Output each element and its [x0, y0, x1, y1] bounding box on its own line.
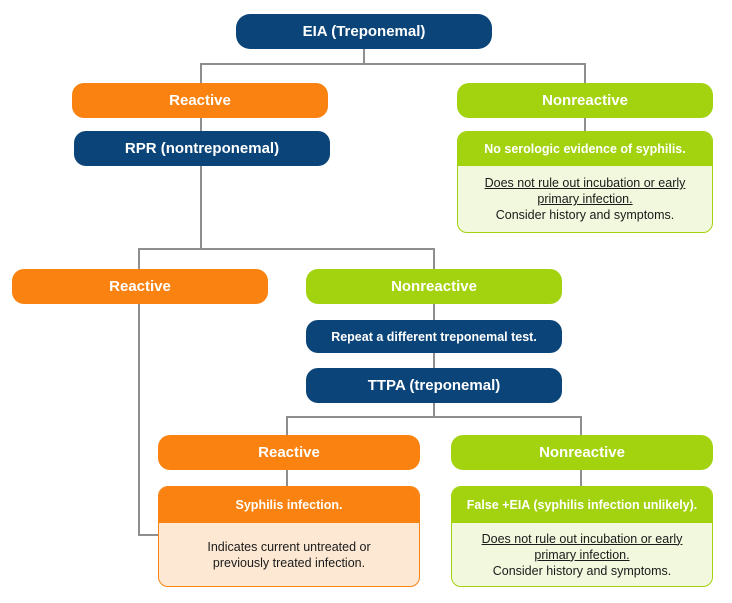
rpr-node: RPR (nontreponemal)	[74, 131, 330, 166]
connector-level3-horizontal	[286, 416, 582, 418]
connector-to-reactive-2	[138, 248, 140, 269]
connector-to-nonreactive-1	[584, 63, 586, 83]
connector-to-reactive-3	[286, 416, 288, 435]
syphilis-infection-card: Syphilis infection. Indicates current un…	[158, 486, 420, 587]
connector-nonreactive1-to-card	[584, 118, 586, 131]
nonreactive-node-level1: Nonreactive	[457, 83, 713, 118]
reactive-node-level1: Reactive	[72, 83, 328, 118]
false-eia-line2: primary infection.	[534, 547, 630, 562]
false-eia-card-body: Does not rule out incubation or early pr…	[452, 523, 712, 586]
repeat-test-node: Repeat a different treponemal test.	[306, 320, 562, 353]
no-evidence-card: No serologic evidence of syphilis. Does …	[457, 131, 713, 233]
no-evidence-card-body: Does not rule out incubation or early pr…	[458, 166, 712, 232]
syphilis-card-header: Syphilis infection.	[159, 487, 419, 523]
no-evidence-line3: Consider history and symptoms.	[495, 208, 675, 222]
nonreactive-node-level3: Nonreactive	[451, 435, 713, 470]
no-evidence-card-header: No serologic evidence of syphilis.	[458, 132, 712, 166]
false-eia-card-header: False +EIA (syphilis infection unlikely)…	[452, 487, 712, 523]
no-evidence-line1: Does not rule out incubation or early	[484, 176, 686, 190]
syphilis-line1: Indicates current untreated or	[207, 539, 371, 554]
connector-to-reactive-1	[200, 63, 202, 83]
reactive-node-level3: Reactive	[158, 435, 420, 470]
connector-reactive1-to-rpr	[200, 118, 202, 132]
connector-reactive2-down	[138, 303, 140, 536]
no-evidence-line2: primary infection.	[537, 192, 633, 206]
connector-nonreactive2-to-repeat	[433, 303, 435, 320]
nonreactive-node-level2: Nonreactive	[306, 269, 562, 304]
connector-root-down	[363, 48, 365, 64]
connector-rpr-down	[200, 166, 202, 249]
connector-level1-horizontal	[200, 63, 585, 65]
eia-root-node: EIA (Treponemal)	[236, 14, 492, 49]
false-eia-line3: Consider history and symptoms.	[492, 563, 672, 578]
connector-ttpa-down	[433, 402, 435, 417]
connector-reactive3-to-card	[286, 469, 288, 486]
reactive-node-level2: Reactive	[12, 269, 268, 304]
connector-to-nonreactive-3	[580, 416, 582, 435]
connector-reactive2-to-card	[138, 534, 160, 536]
connector-level2-horizontal	[138, 248, 435, 250]
connector-nonreactive3-to-card	[580, 469, 582, 486]
connector-to-nonreactive-2	[433, 248, 435, 269]
ttpa-node: TTPA (treponemal)	[306, 368, 562, 403]
connector-repeat-to-ttpa	[433, 352, 435, 368]
syphilis-card-body: Indicates current untreated or previousl…	[159, 523, 419, 586]
false-eia-line1: Does not rule out incubation or early	[481, 531, 683, 546]
syphilis-line2: previously treated infection.	[212, 555, 366, 570]
false-eia-card: False +EIA (syphilis infection unlikely)…	[451, 486, 713, 587]
